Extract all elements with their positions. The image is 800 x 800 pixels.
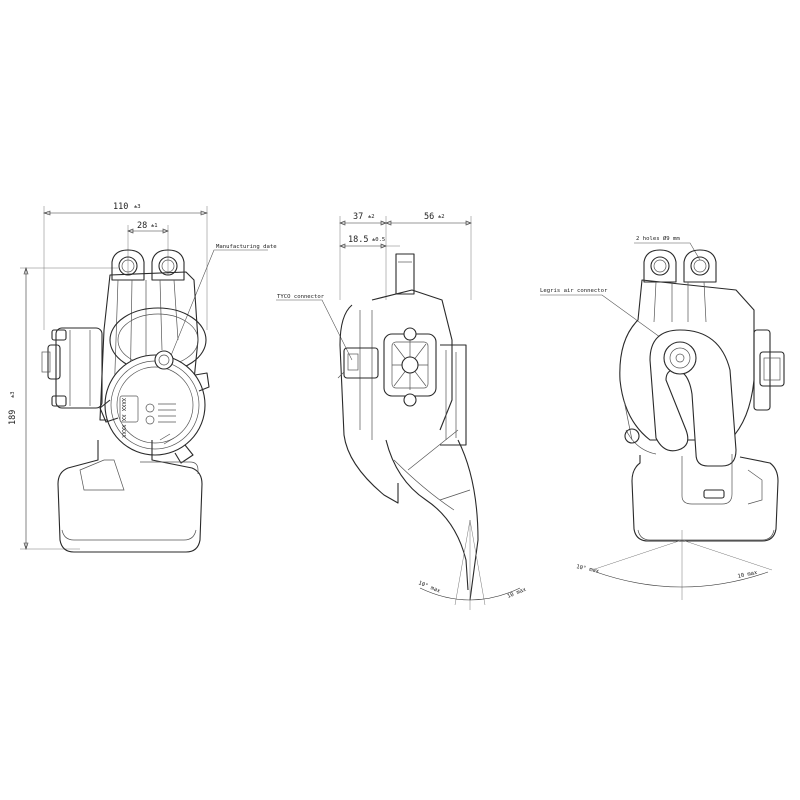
tyco-connector-label: TYCO connector [277,294,325,300]
side-housing [337,289,479,601]
side-angle-right-label: 10 max [507,587,528,600]
rear-angle-indicator: 10° max 10 max [576,530,773,600]
front-height-dimension: 189 ±3 [8,267,118,550]
front-inner-tolerance: ±1 [151,223,158,229]
front-inner-value: 28 [137,221,147,231]
holes-callout: 2 holes Ø9 mm [634,235,701,261]
front-tank [57,440,203,553]
side-right-tolerance: ±2 [438,214,445,220]
manufacturing-date-label: Manufacturing date [216,244,277,250]
front-width-value: 110 [113,202,128,212]
side-inner-dimension: 18.5 ±0.5 [339,235,400,249]
front-width-tolerance: ±3 [134,204,141,210]
holes-label: 2 holes Ø9 mm [636,235,680,242]
side-right-value: 56 [424,212,434,222]
tyco-connector-callout: TYCO connector [276,294,353,361]
side-left-value: 37 [353,212,363,222]
legris-label: Legris air connector [540,288,608,294]
side-inner-tolerance: ±0.5 [372,237,385,243]
rear-angle-right-label: 10 max [737,570,758,580]
rear-body [619,279,785,499]
front-height-tolerance: ±3 [10,391,16,398]
rear-tank [631,454,779,542]
side-top-dimensions: 37 ±2 56 ±2 [339,212,472,300]
side-inner-value: 18.5 [348,235,368,245]
side-angle-left-label: 10° max [417,580,441,595]
rear-mounting-ears [643,249,717,283]
side-left-tolerance: ±2 [368,214,375,220]
front-mounting-ears [111,249,185,281]
rear-view: 2 holes Ø9 mm Legris air connector [540,235,785,600]
manufacturing-date-callout: Manufacturing date [169,244,277,359]
side-view: 37 ±2 56 ±2 18.5 ±0.5 TYCO connector [276,212,528,610]
legris-callout: Legris air connector [540,288,665,341]
rear-angle-left-label: 10° max [576,564,601,575]
front-width-dimension: 110 ±3 [43,202,208,330]
side-angle-indicator: 10° max 10 max [417,519,528,610]
front-height-value: 189 [8,410,18,425]
label-plate-text-a: XXXX XX XXXX [120,398,126,438]
front-view: 110 ±3 28 ±1 189 ±3 Manufacturing date [8,202,277,553]
front-body: XXXX XX XXXX [41,271,210,464]
